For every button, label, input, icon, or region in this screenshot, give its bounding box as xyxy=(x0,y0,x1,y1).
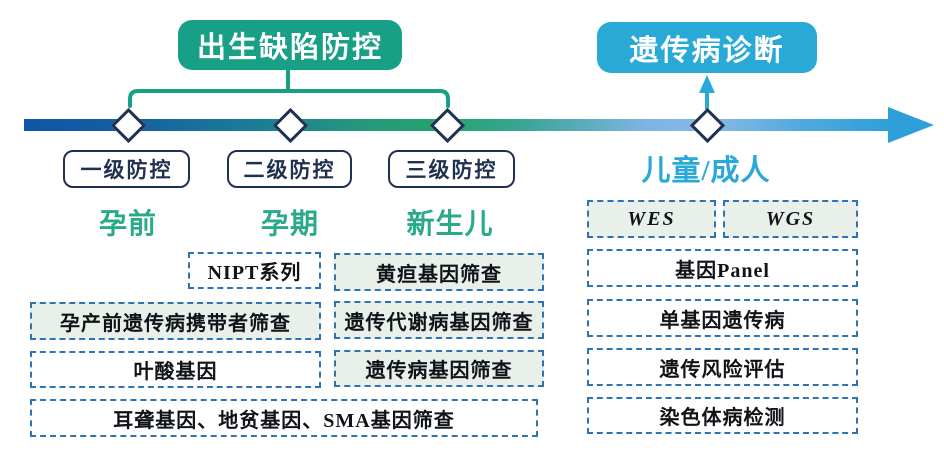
test-box-nipt: NIPT系列 xyxy=(188,252,321,289)
test-box-folate-gene: 叶酸基因 xyxy=(30,351,321,388)
stage-label-newborn: 新生儿 xyxy=(406,209,494,240)
test-box-carrier-screening: 孕产前遗传病携带者筛查 xyxy=(30,302,321,340)
level-box-tertiary: 三级防控 xyxy=(388,150,515,188)
stage-label-pregnancy: 孕期 xyxy=(260,209,319,240)
birth-defect-prevention-title: 出生缺陷防控 xyxy=(178,20,402,70)
test-box-genetic-risk: 遗传风险评估 xyxy=(587,348,858,386)
brace-connector xyxy=(128,89,450,108)
test-box-wes: WES xyxy=(587,200,716,238)
timeline-diamond-adult xyxy=(689,107,726,144)
test-box-gene-panel: 基因Panel xyxy=(587,249,858,287)
test-box-monogenic-disease: 单基因遗传病 xyxy=(587,299,858,337)
test-box-genetic-disease-gene: 遗传病基因筛查 xyxy=(334,350,544,387)
timeline-diamond-pregnancy xyxy=(272,107,309,144)
timeline-diamond-newborn xyxy=(429,107,466,144)
test-box-chromosome-detection: 染色体病检测 xyxy=(587,397,858,434)
test-box-wgs: WGS xyxy=(723,200,858,238)
test-box-deafness-thalassemia-sma: 耳聋基因、地贫基因、SMA基因筛查 xyxy=(30,399,538,437)
timeline-diamond-preconception xyxy=(110,107,147,144)
stage-label-child-adult: 儿童/成人 xyxy=(641,155,771,187)
level-box-secondary: 二级防控 xyxy=(227,150,352,188)
level-box-primary: 一级防控 xyxy=(63,150,190,188)
test-box-metabolic-gene: 遗传代谢病基因筛查 xyxy=(334,301,544,339)
test-box-jaundice-gene: 黄疸基因筛查 xyxy=(334,253,544,291)
stage-label-preconception: 孕前 xyxy=(98,209,157,240)
diagnosis-arrowhead-icon xyxy=(699,75,715,93)
timeline-arrowhead-icon xyxy=(888,107,934,143)
genetic-disease-diagnosis-title: 遗传病诊断 xyxy=(597,22,817,73)
